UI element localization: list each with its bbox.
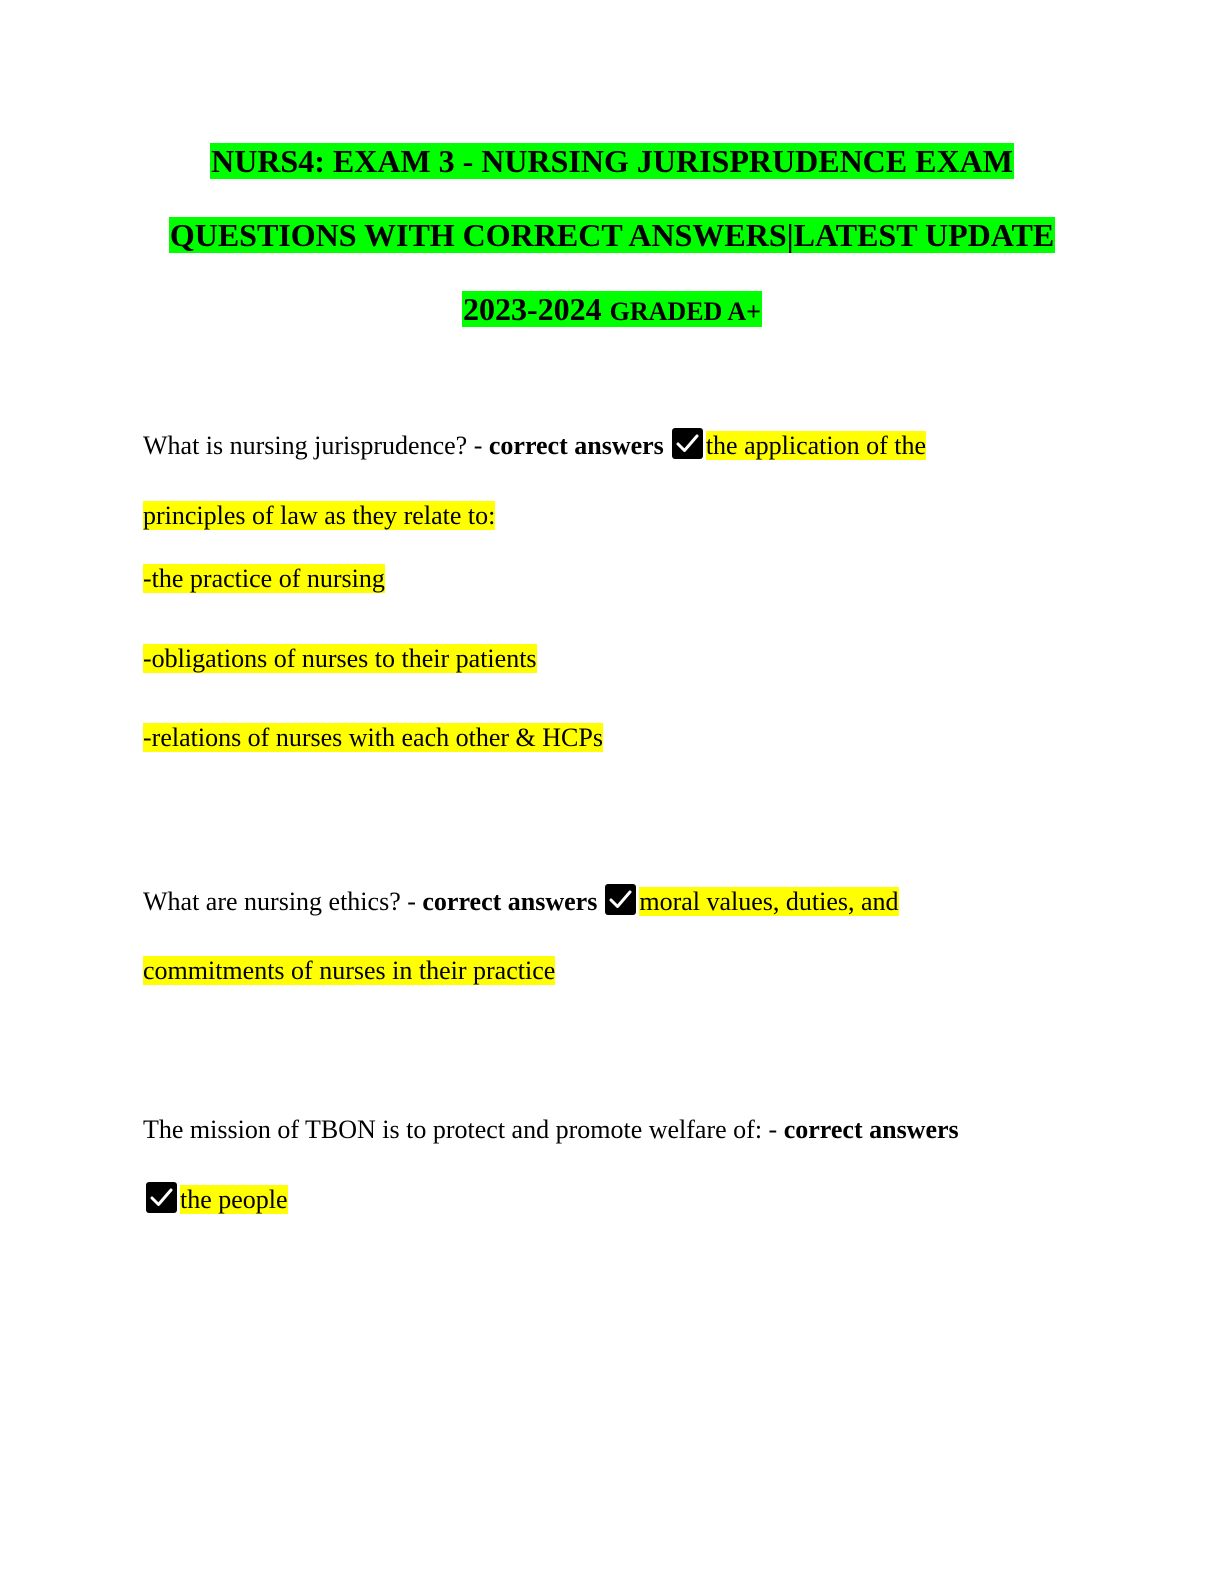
question-text: The mission of TBON is to protect and pr… [143, 1115, 784, 1144]
question-text: What are nursing ethics? - [143, 887, 423, 916]
question-2: What are nursing ethics? - correct answe… [143, 884, 899, 919]
answer-text: the application of the [705, 431, 927, 460]
answer-text: the people [180, 1185, 288, 1214]
check-box-icon [605, 884, 637, 915]
answer-list-item: -the practice of nursing [143, 564, 385, 593]
answer-continuation: principles of law as they relate to: [143, 501, 496, 530]
question-3: The mission of TBON is to protect and pr… [143, 1113, 959, 1147]
check-box-icon [146, 1182, 177, 1213]
answer-text: moral values, duties, and [639, 887, 899, 916]
answer-list-item: -relations of nurses with each other & H… [143, 723, 603, 752]
correct-answers-label: correct answers [783, 1115, 959, 1144]
answer-list-item: -obligations of nurses to their patients [143, 644, 537, 673]
correct-answers-label: correct answers [488, 431, 664, 460]
check-box-icon [671, 428, 703, 459]
answer-continuation: commitments of nurses in their practice [143, 956, 556, 985]
correct-answers-label: correct answers [422, 887, 598, 916]
title-line-2: QUESTIONS WITH CORRECT ANSWERS|LATEST UP… [168, 217, 1056, 253]
answer-line: the people [143, 1182, 288, 1217]
title-grade: GRADED A+ [609, 297, 761, 326]
question-1: What is nursing jurisprudence? - correct… [143, 428, 927, 463]
title-line-1: NURS4: EXAM 3 - NURSING JURISPRUDENCE EX… [210, 143, 1014, 179]
title-year: 2023-2024 [463, 291, 602, 327]
question-text: What is nursing jurisprudence? - [143, 431, 489, 460]
title-line-3: 2023-2024 GRADED A+ [0, 290, 1224, 331]
